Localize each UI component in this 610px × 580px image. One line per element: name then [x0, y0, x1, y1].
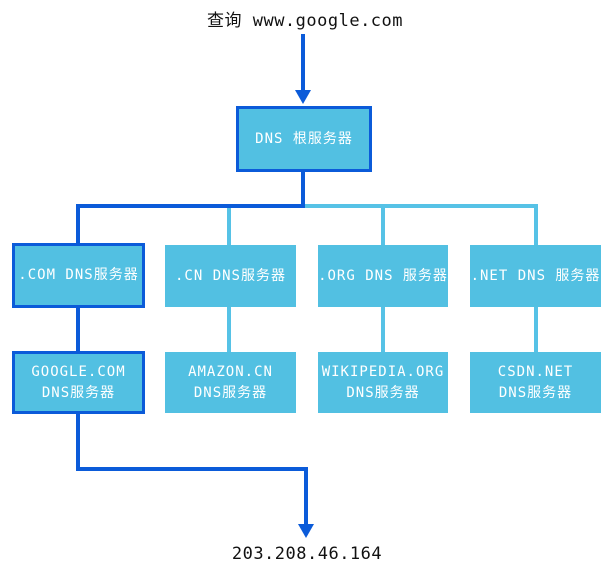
node-label-line1: CSDN.NET: [497, 363, 574, 380]
node-csdn-net-dns-server: CSDN.NET DNS服务器: [470, 352, 601, 413]
connector-drop-com: [76, 204, 80, 243]
node-amazon-cn-dns-server: AMAZON.CN DNS服务器: [165, 352, 296, 413]
node-label-line2: DNS服务器: [498, 384, 573, 401]
node-label: .ORG DNS 服务器: [318, 267, 448, 284]
connector-drop-net: [534, 208, 538, 245]
query-arrow-head-icon: [295, 90, 311, 104]
connector-com-google: [76, 308, 80, 352]
connector-bus-dark: [76, 204, 305, 208]
connector-drop-cn: [227, 208, 231, 245]
node-label: .COM DNS服务器: [18, 267, 139, 283]
node-wikipedia-org-dns-server: WIKIPEDIA.ORG DNS服务器: [318, 352, 448, 413]
connector-bus-light: [305, 204, 538, 208]
node-label-line2: DNS服务器: [41, 384, 116, 401]
node-label-line1: GOOGLE.COM: [31, 363, 126, 380]
connector-root-stub: [301, 172, 305, 206]
result-arrow-shaft: [304, 467, 308, 524]
node-label: .CN DNS服务器: [174, 267, 286, 284]
result-path-horizontal: [76, 467, 308, 471]
node-label-line1: AMAZON.CN: [188, 363, 273, 380]
node-cn-dns-server: .CN DNS服务器: [165, 245, 296, 307]
node-label-line2: DNS服务器: [346, 384, 420, 401]
resolved-ip: 203.208.46.164: [231, 544, 383, 564]
result-path-vertical-left: [76, 414, 80, 471]
node-google-com-dns-server: GOOGLE.COM DNS服务器: [12, 351, 145, 414]
node-label-line2: DNS服务器: [193, 384, 268, 401]
node-label: .NET DNS 服务器: [470, 267, 601, 284]
node-label: DNS 根服务器: [255, 130, 353, 147]
query-arrow-shaft: [301, 34, 305, 92]
connector-net-csdn: [534, 307, 538, 353]
connector-drop-org: [381, 208, 385, 245]
connector-cn-amazon: [227, 307, 231, 353]
node-label-line1: WIKIPEDIA.ORG: [321, 363, 445, 380]
query-label: 查询 www.google.com: [206, 11, 404, 31]
node-net-dns-server: .NET DNS 服务器: [470, 245, 601, 307]
result-arrow-head-icon: [298, 524, 314, 538]
node-dns-root-server: DNS 根服务器: [236, 106, 372, 172]
connector-org-wikipedia: [381, 307, 385, 353]
node-org-dns-server: .ORG DNS 服务器: [318, 245, 448, 307]
node-com-dns-server: .COM DNS服务器: [12, 243, 145, 308]
